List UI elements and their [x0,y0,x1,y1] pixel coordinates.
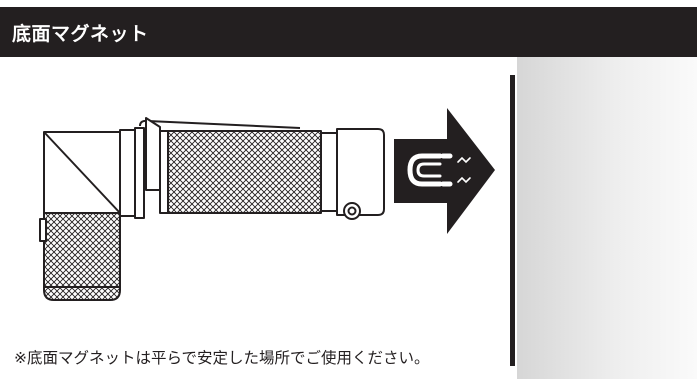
section-header: 底面マグネット [0,7,697,57]
metal-surface [510,57,697,379]
magnet-icon [407,153,471,187]
arrow-right-icon [394,108,495,234]
magnet-illustration [39,57,697,379]
flashlight-icon [39,117,385,301]
section-title: 底面マグネット [12,22,149,45]
usage-note: ※底面マグネットは平らで安定した場所でご使用ください。 [14,349,430,367]
